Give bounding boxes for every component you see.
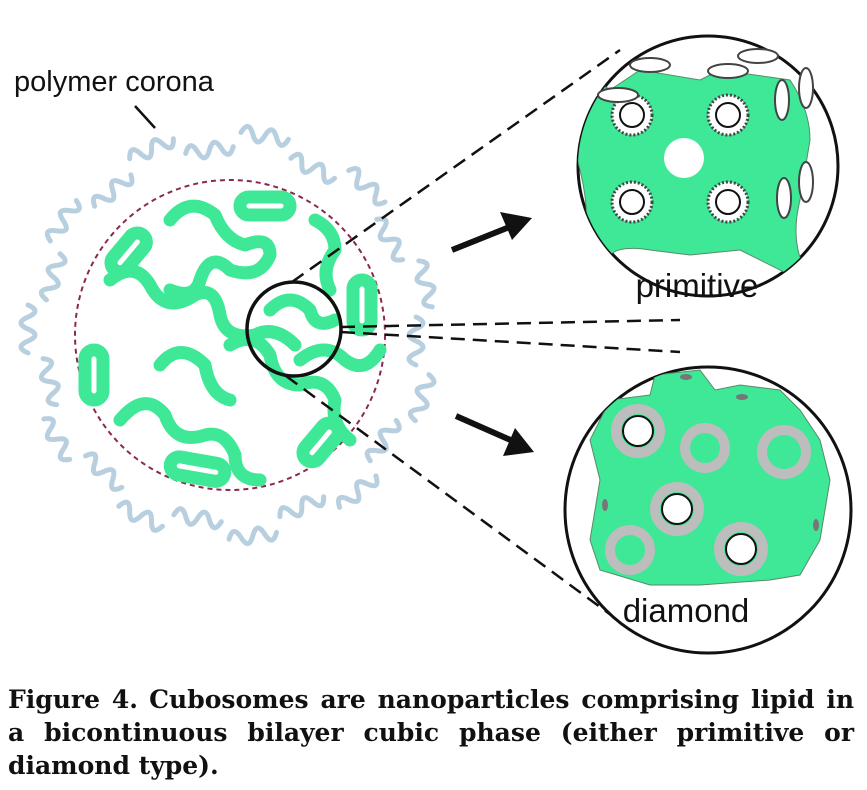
corona-chain bbox=[288, 151, 338, 185]
figure-caption: Figure 4. Cubosomes are nanoparticles co… bbox=[8, 683, 854, 782]
arrow-to-primitive bbox=[450, 212, 532, 253]
corona-chain bbox=[171, 506, 224, 531]
corona-chain bbox=[18, 302, 38, 356]
polymer-corona bbox=[18, 123, 437, 547]
corona-chain bbox=[238, 123, 291, 148]
corona-chain bbox=[406, 314, 426, 368]
arrow-to-diamond bbox=[454, 413, 534, 456]
corona-chain bbox=[38, 251, 68, 303]
corona-chain bbox=[90, 172, 135, 209]
corona-pointer-line bbox=[134, 105, 156, 129]
diamond-label: diamond bbox=[623, 592, 750, 629]
corona-chain bbox=[226, 525, 280, 547]
corona-chain bbox=[407, 372, 437, 424]
corona-chain bbox=[38, 356, 61, 408]
corona-chain bbox=[277, 494, 327, 520]
primitive-label: primitive bbox=[636, 267, 759, 304]
caption-text: Cubosomes are nanoparticles comprising l… bbox=[8, 685, 854, 780]
corona-chain bbox=[41, 416, 73, 463]
corona-chain bbox=[116, 499, 165, 533]
corona-chain bbox=[364, 417, 402, 464]
diamond-inset: diamond bbox=[563, 365, 853, 655]
figure-number: Figure 4. bbox=[8, 685, 138, 714]
diamond-pores bbox=[602, 374, 819, 576]
corona-chain bbox=[183, 139, 236, 161]
primitive-inset: primitive bbox=[576, 34, 840, 304]
lipid-bilayer-pattern bbox=[78, 190, 387, 488]
projection-lines bbox=[285, 48, 681, 620]
corona-chain bbox=[335, 473, 380, 510]
corona-chain bbox=[44, 198, 82, 244]
polymer-corona-label: polymer corona bbox=[14, 66, 215, 98]
corona-chain bbox=[374, 216, 406, 263]
cubosome-particle bbox=[74, 179, 387, 491]
primitive-pores bbox=[597, 48, 814, 224]
corona-chain bbox=[414, 258, 437, 310]
cubosome-figure: polymer corona bbox=[14, 34, 853, 655]
corona-chain bbox=[83, 451, 125, 492]
corona-chain bbox=[346, 166, 388, 207]
corona-chain bbox=[127, 136, 176, 162]
